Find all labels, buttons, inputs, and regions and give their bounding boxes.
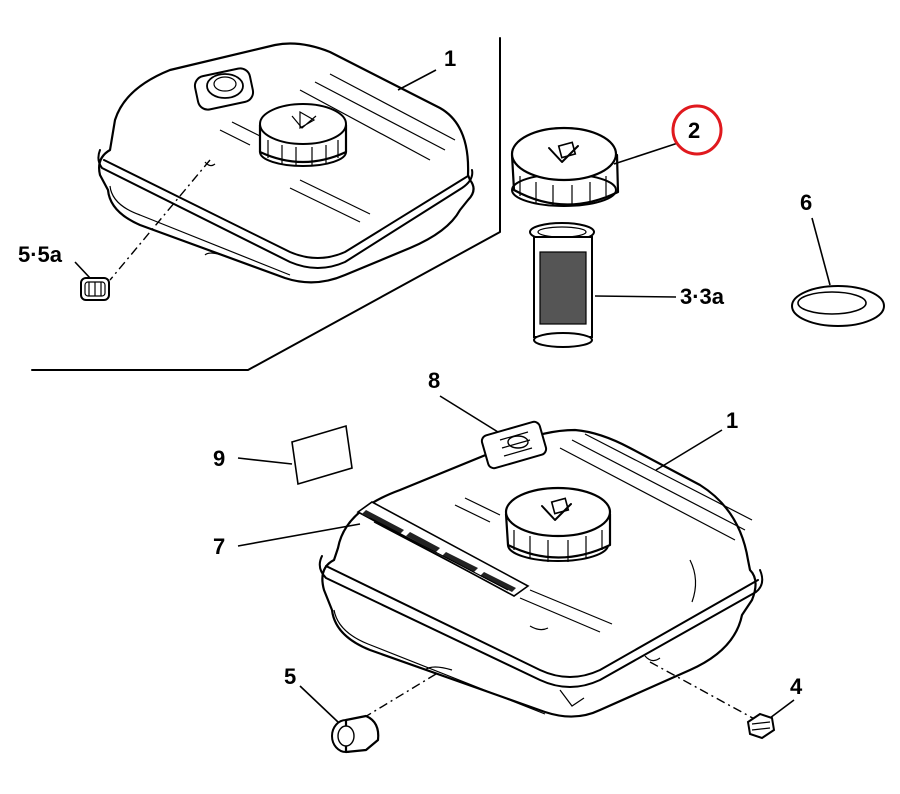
fuel-cap (510, 126, 620, 207)
fuel-tank-bottom (318, 420, 764, 718)
highlight-circle (671, 104, 723, 156)
inset-border (31, 37, 501, 371)
fuel-tank-top (97, 42, 475, 284)
drain-bolt-top (80, 277, 110, 301)
callout-2: 2 (688, 118, 700, 143)
leader-lines (74, 69, 831, 723)
callout-1-bottom: 1 (726, 408, 738, 433)
fuel-label (356, 501, 530, 597)
small-label (291, 424, 353, 486)
callout-5: 5 (284, 664, 296, 689)
callout-9: 9 (213, 446, 225, 471)
drain-bolt-bottom (331, 714, 380, 754)
fuel-gauge-bottom (480, 420, 548, 470)
callout-6: 6 (800, 190, 812, 215)
callout-4: 4 (790, 674, 803, 699)
washer (791, 285, 885, 327)
callout-8: 8 (428, 368, 440, 393)
fuel-strainer (529, 222, 595, 348)
callout-3-3a: 3·3a (680, 284, 725, 309)
callout-1-top: 1 (444, 46, 456, 71)
callout-7: 7 (213, 534, 225, 559)
callout-5-5a: 5·5a (18, 242, 63, 267)
bolt (746, 712, 776, 740)
